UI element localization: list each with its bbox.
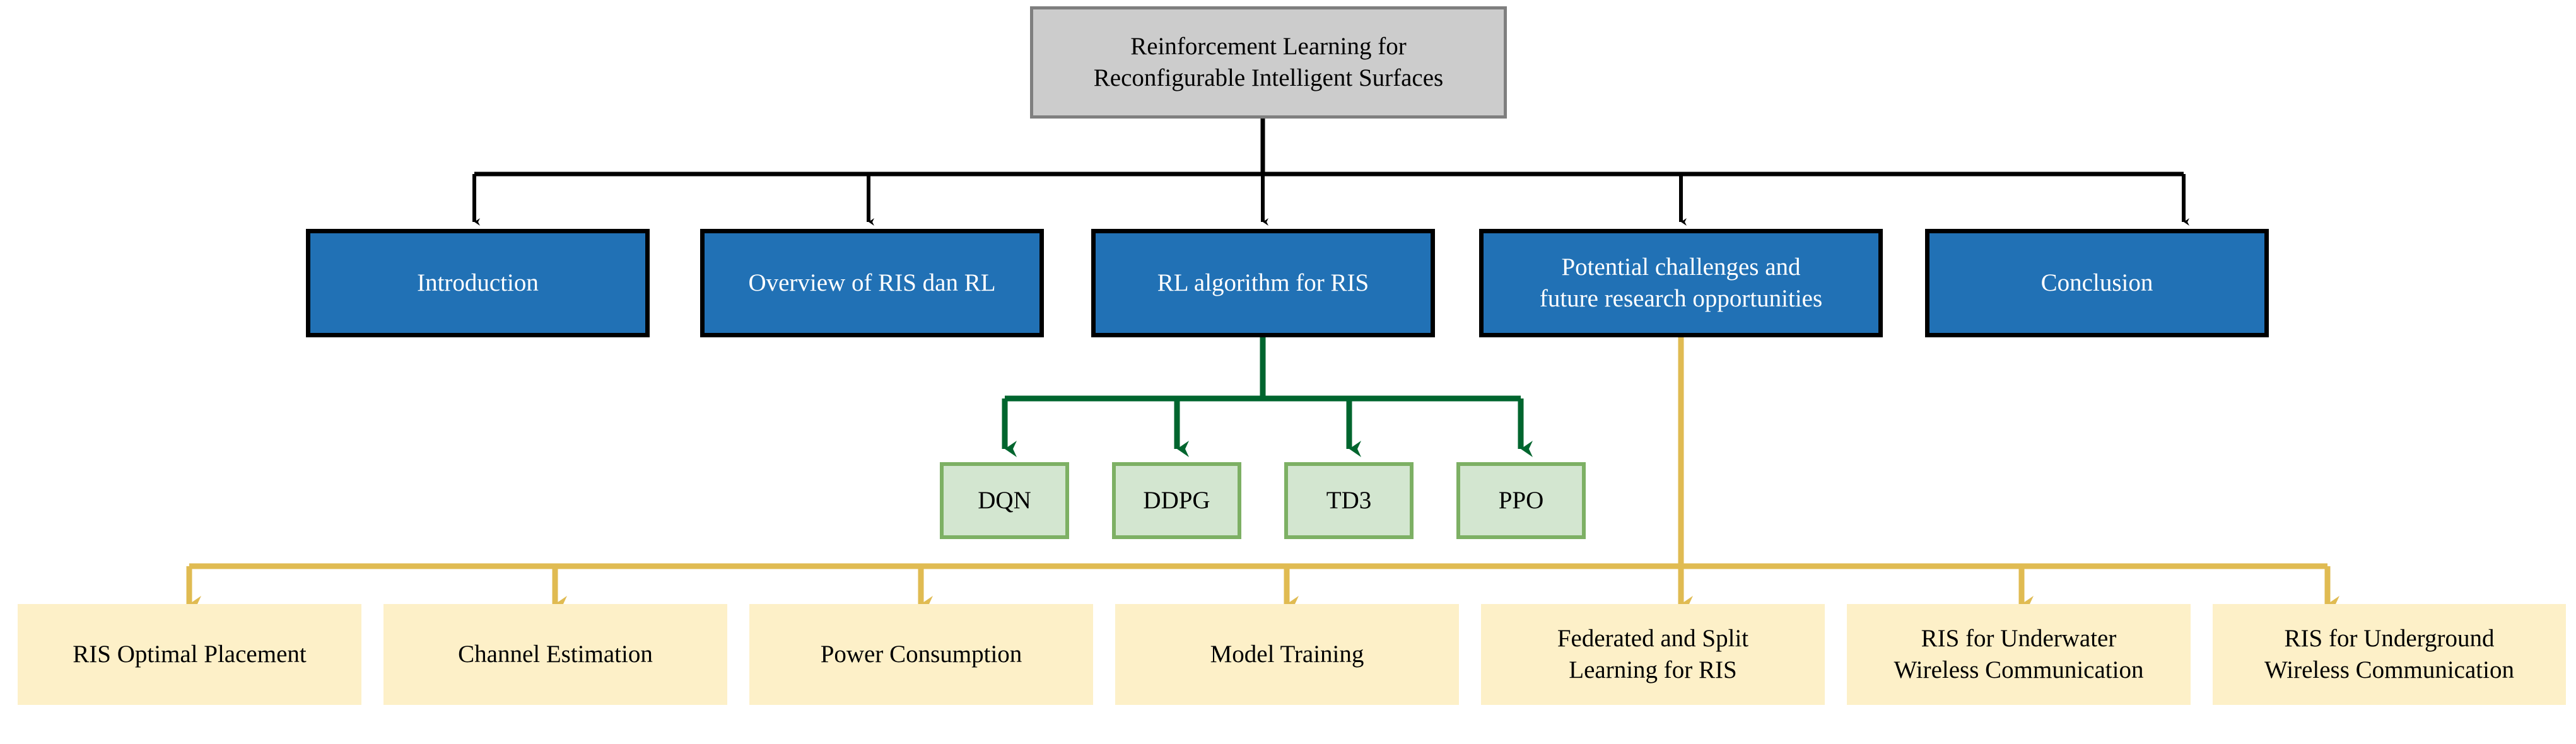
node-channel-estimation[interactable]: Channel Estimation <box>383 604 727 705</box>
node-ddpg[interactable]: DDPG <box>1112 462 1241 539</box>
node-federated-split-learning[interactable]: Federated and Split Learning for RIS <box>1481 604 1825 705</box>
node-federated-split-learning-label: Federated and Split Learning for RIS <box>1557 625 1749 683</box>
node-power-consumption[interactable]: Power Consumption <box>749 604 1093 705</box>
node-power-consumption-label: Power Consumption <box>820 641 1022 668</box>
node-dqn-label: DQN <box>978 487 1031 514</box>
node-introduction[interactable]: Introduction <box>306 229 650 337</box>
node-potential-challenges-label: Potential challenges and future research… <box>1539 253 1823 312</box>
node-ppo[interactable]: PPO <box>1456 462 1586 539</box>
node-ris-optimal-placement-label: RIS Optimal Placement <box>73 641 307 668</box>
node-model-training-label: Model Training <box>1210 641 1364 668</box>
node-overview-ris-rl[interactable]: Overview of RIS dan RL <box>700 229 1044 337</box>
node-channel-estimation-label: Channel Estimation <box>458 641 653 668</box>
node-overview-ris-rl-label: Overview of RIS dan RL <box>748 269 996 297</box>
node-root[interactable]: Reinforcement Learning for Reconfigurabl… <box>1030 6 1507 119</box>
node-ris-underwater-label: RIS for Underwater Wireless Communicatio… <box>1894 625 2144 683</box>
node-conclusion-label: Conclusion <box>2040 269 2153 297</box>
node-td3[interactable]: TD3 <box>1284 462 1414 539</box>
node-ris-underwater[interactable]: RIS for Underwater Wireless Communicatio… <box>1847 604 2191 705</box>
node-rl-algorithm-for-ris[interactable]: RL algorithm for RIS <box>1091 229 1435 337</box>
node-dqn[interactable]: DQN <box>940 462 1069 539</box>
node-ris-underground-label: RIS for Underground Wireless Communicati… <box>2264 625 2514 683</box>
node-model-training[interactable]: Model Training <box>1115 604 1459 705</box>
node-potential-challenges[interactable]: Potential challenges and future research… <box>1479 229 1883 337</box>
node-conclusion[interactable]: Conclusion <box>1925 229 2269 337</box>
node-introduction-label: Introduction <box>417 269 539 297</box>
node-ppo-label: PPO <box>1498 487 1544 514</box>
node-ris-optimal-placement[interactable]: RIS Optimal Placement <box>18 604 361 705</box>
node-root-label: Reinforcement Learning for Reconfigurabl… <box>1093 33 1444 91</box>
node-ris-underground[interactable]: RIS for Underground Wireless Communicati… <box>2213 604 2566 705</box>
node-ddpg-label: DDPG <box>1143 487 1210 514</box>
node-td3-label: TD3 <box>1326 487 1372 514</box>
node-rl-algorithm-for-ris-label: RL algorithm for RIS <box>1157 269 1369 297</box>
